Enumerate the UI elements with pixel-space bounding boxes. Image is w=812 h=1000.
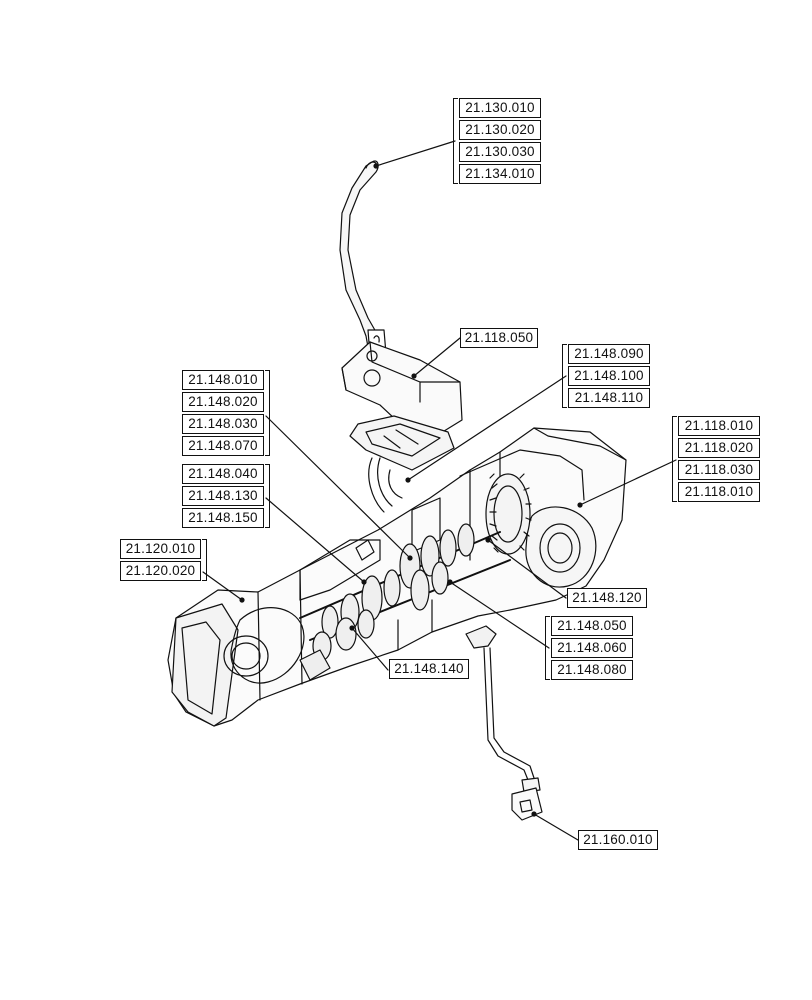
callout-rear-housing: 21.118.010 21.118.020 21.118.030 21.118.… (672, 416, 760, 502)
part-number-label[interactable]: 21.148.080 (551, 660, 633, 680)
top-cover-drawing (341, 341, 463, 471)
cover-shafts-drawing (368, 457, 403, 513)
part-number-label[interactable]: 21.148.140 (389, 659, 469, 679)
part-number-label[interactable]: 21.118.020 (678, 438, 760, 458)
part-number-label[interactable]: 21.148.040 (182, 464, 264, 484)
part-number-label[interactable]: 21.148.150 (182, 508, 264, 528)
part-number-label[interactable]: 21.148.060 (551, 638, 633, 658)
callout-bracket (545, 616, 550, 680)
callout-bracket (265, 464, 270, 528)
callout-mid-gears: 21.148.040 21.148.130 21.148.150 (182, 464, 270, 528)
dipstick-drawing (465, 625, 543, 821)
callout-bevel-gear: 21.148.120 (567, 588, 647, 608)
part-number-label[interactable]: 21.148.130 (182, 486, 264, 506)
callout-dipstick: 21.160.010 (578, 830, 658, 850)
callout-cover-shafts: 21.148.090 21.148.100 21.148.110 (562, 344, 650, 408)
part-number-label[interactable]: 21.148.070 (182, 436, 264, 456)
callout-bracket (562, 344, 567, 408)
part-number-label[interactable]: 21.120.020 (120, 561, 201, 581)
gear-lever-drawing (339, 160, 387, 359)
part-number-label[interactable]: 21.148.050 (551, 616, 633, 636)
callout-bracket (202, 539, 207, 581)
part-number-label[interactable]: 21.130.020 (459, 120, 541, 140)
part-number-label[interactable]: 21.120.010 (120, 539, 201, 559)
callout-bracket (265, 370, 270, 456)
callout-upper-gears: 21.148.010 21.148.020 21.148.030 21.148.… (182, 370, 270, 456)
part-number-label[interactable]: 21.118.010 (678, 416, 760, 436)
gear-train-drawing (299, 523, 511, 681)
leader-dots (239, 163, 583, 817)
part-number-label[interactable]: 21.148.090 (568, 344, 650, 364)
part-number-label[interactable]: 21.130.030 (459, 142, 541, 162)
callout-lower-gears: 21.148.140 (389, 659, 469, 679)
part-number-label[interactable]: 21.134.010 (459, 164, 541, 184)
callout-front-housing: 21.120.010 21.120.020 (120, 539, 207, 581)
part-number-label[interactable]: 21.160.010 (578, 830, 658, 850)
callout-lift-lever: 21.130.010 21.130.020 21.130.030 21.134.… (453, 98, 541, 184)
part-number-label[interactable]: 21.148.030 (182, 414, 264, 434)
leader-lines (202, 140, 677, 841)
part-number-label[interactable]: 21.118.010 (678, 482, 760, 502)
part-number-label[interactable]: 21.148.020 (182, 392, 264, 412)
part-number-label[interactable]: 21.148.010 (182, 370, 264, 390)
part-number-label[interactable]: 21.118.030 (678, 460, 760, 480)
callout-cover-plate: 21.118.050 (460, 328, 538, 348)
bevel-gear-drawing (485, 473, 532, 555)
callout-bracket (453, 98, 458, 184)
part-number-label[interactable]: 21.148.100 (568, 366, 650, 386)
part-number-label[interactable]: 21.148.120 (567, 588, 647, 608)
part-number-label[interactable]: 21.148.110 (568, 388, 650, 408)
part-number-label[interactable]: 21.118.050 (460, 328, 538, 348)
part-number-label[interactable]: 21.130.010 (459, 98, 541, 118)
callout-bracket (672, 416, 677, 502)
callout-shaft-gears: 21.148.050 21.148.060 21.148.080 (545, 616, 633, 680)
